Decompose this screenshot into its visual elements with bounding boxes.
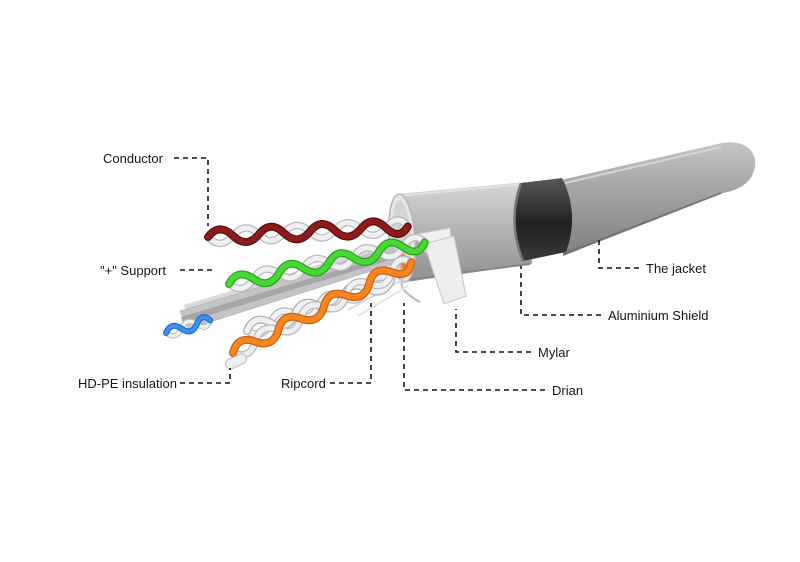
label-aluminium-shield: Aluminium Shield bbox=[608, 308, 709, 323]
mylar-flap bbox=[423, 235, 467, 305]
shield-ring bbox=[513, 178, 573, 262]
jacket-body bbox=[561, 142, 756, 256]
ripcord-leader bbox=[330, 303, 372, 384]
drian-leader bbox=[403, 303, 545, 391]
hdpe-leader bbox=[180, 368, 231, 384]
mylar-leader bbox=[455, 309, 531, 353]
leader-lines bbox=[174, 157, 639, 391]
aluminium-shield-leader bbox=[520, 266, 601, 316]
maroon-pair bbox=[208, 220, 408, 244]
label-mylar: Mylar bbox=[538, 345, 570, 360]
hdpe-insulation-tip bbox=[225, 353, 247, 370]
label-ripcord: Ripcord bbox=[281, 376, 326, 391]
label-hdpe-insulation: HD-PE insulation bbox=[78, 376, 177, 391]
conductor-leader bbox=[174, 157, 209, 226]
label-the-jacket: The jacket bbox=[646, 261, 706, 276]
label-drian: Drian bbox=[552, 383, 584, 398]
label-plus-support: "+" Support bbox=[100, 263, 166, 278]
label-conductor: Conductor bbox=[103, 151, 163, 166]
jacket-leader bbox=[598, 238, 639, 269]
